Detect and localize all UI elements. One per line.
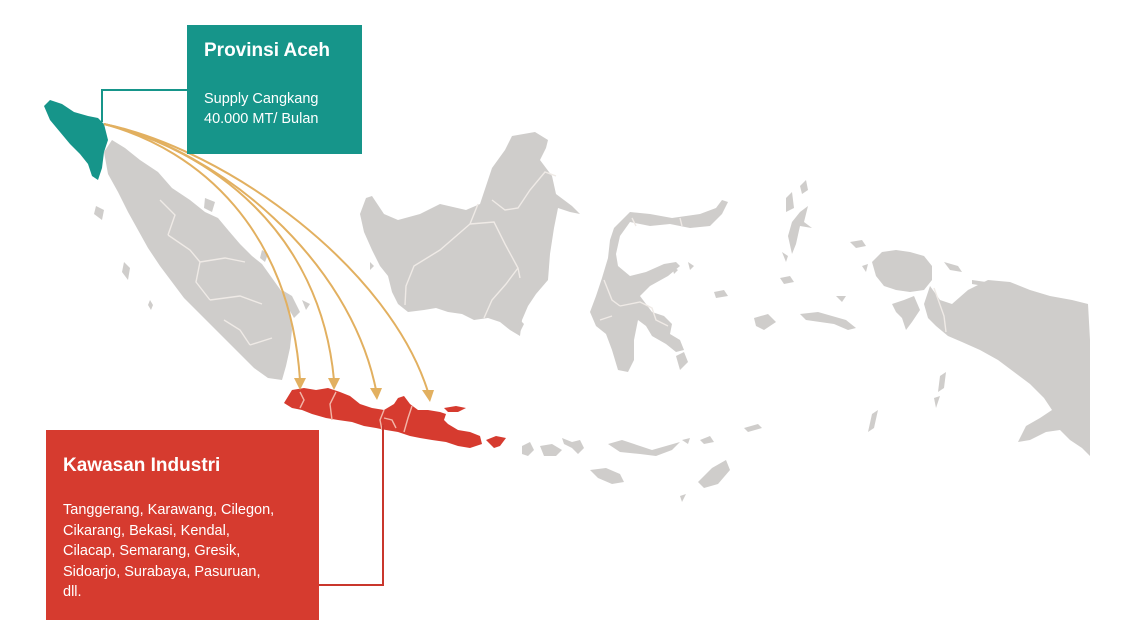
kalimantan-island: [360, 132, 580, 336]
industrial-zone-list-line: Tanggerang, Karawang, Cilegon,: [63, 502, 275, 518]
industrial-zone-title: Kawasan Industri: [63, 455, 221, 476]
aceh-supply-label: Supply Cangkang: [204, 91, 319, 107]
java-region: [284, 388, 506, 448]
supply-route-arrows: [103, 123, 434, 402]
papua-island: [868, 250, 1090, 456]
java-callout-connector: [319, 425, 384, 586]
aceh-callout: Provinsi Aceh Supply Cangkang 40.000 MT/…: [187, 25, 362, 154]
aceh-supply-volume: 40.000 MT/ Bulan: [204, 111, 319, 127]
aceh-callout-title: Provinsi Aceh: [204, 40, 331, 61]
sumatra-island: [94, 140, 310, 380]
maluku-islands: [714, 180, 868, 330]
industrial-zone-list-line: dll.: [63, 584, 82, 600]
aceh-callout-connector: [101, 89, 187, 122]
aceh-region: [44, 100, 108, 180]
industrial-zone-list-line: Cikarang, Bekasi, Kendal,: [63, 522, 230, 539]
nusa-tenggara-islands: [522, 424, 762, 502]
industrial-zone-list-line: Sidoarjo, Surabaya, Pasuruan,: [63, 563, 261, 580]
industrial-zone-callout: Kawasan Industri Tanggerang, Karawang, C…: [46, 430, 319, 620]
sulawesi-island: [590, 200, 728, 372]
industrial-zone-list-line: Cilacap, Semarang, Gresik,: [63, 543, 241, 559]
